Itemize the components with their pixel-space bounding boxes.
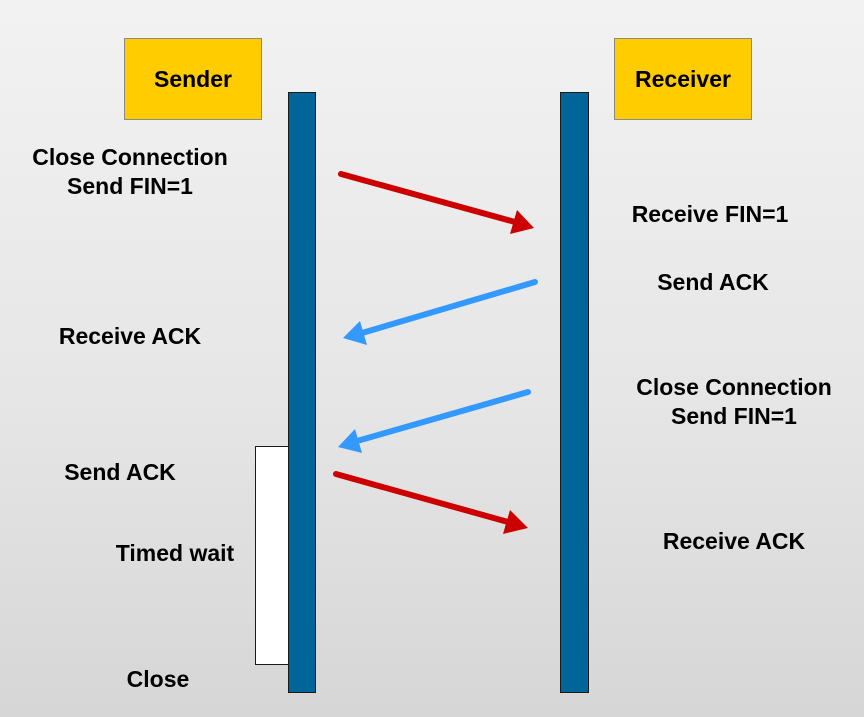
timed-wait-label: Timed wait xyxy=(115,540,235,566)
receiver-send-fin-text: Send FIN=1 xyxy=(671,403,797,429)
receiver-timeline xyxy=(560,92,589,693)
arrow-ack-receiver-to-sender xyxy=(343,279,538,345)
receiver-close-connection-text: Close Connection xyxy=(636,374,832,400)
arrow-fin-receiver-to-sender xyxy=(338,389,531,453)
arrow-ack-sender-to-receiver xyxy=(333,471,528,534)
sender-send-ack-label: Send ACK xyxy=(64,459,176,485)
sender-timeline xyxy=(288,92,316,693)
sender-close-connection-label: Close Connection Send FIN=1 xyxy=(10,143,250,201)
receiver-close-connection-label: Close Connection Send FIN=1 xyxy=(614,373,854,431)
sender-receive-ack-label: Receive ACK xyxy=(58,323,202,349)
arrow-fin-sender-to-receiver xyxy=(338,171,534,234)
receiver-receive-ack-label: Receive ACK xyxy=(662,528,806,554)
receiver-receive-fin-label: Receive FIN=1 xyxy=(631,201,789,227)
timed-wait-box xyxy=(255,446,289,665)
sender-box: Sender xyxy=(124,38,262,120)
sender-close-connection-text: Close Connection xyxy=(32,144,228,170)
receiver-send-ack-label: Send ACK xyxy=(657,269,769,295)
receiver-title: Receiver xyxy=(635,65,731,92)
sender-send-fin-text: Send FIN=1 xyxy=(67,173,193,199)
sender-close-label: Close xyxy=(126,666,190,692)
sender-title: Sender xyxy=(154,65,232,92)
receiver-box: Receiver xyxy=(614,38,752,120)
